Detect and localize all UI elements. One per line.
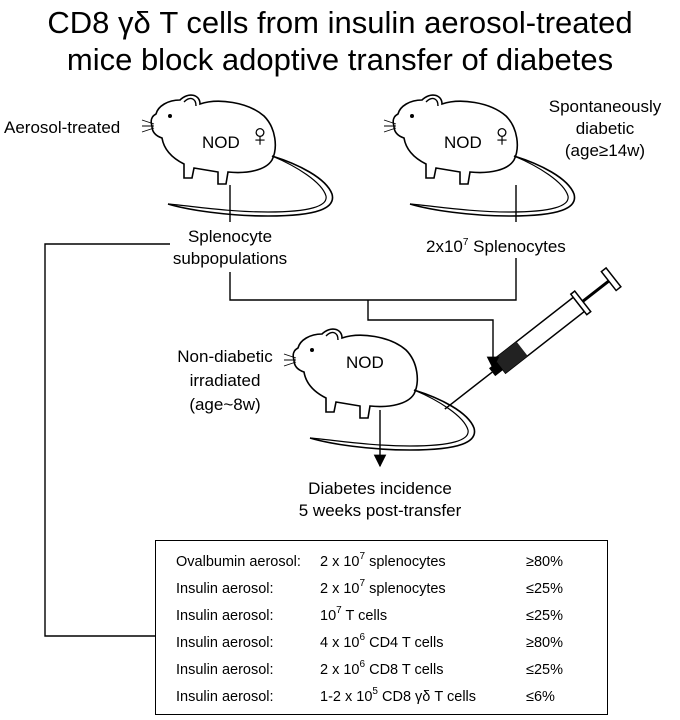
recipient-label-line-2: irradiated	[189, 371, 261, 390]
result-row: Insulin aerosol: 2 x 107 splenocytes ≤25…	[156, 578, 609, 603]
donor-right-mouse-text: NOD	[444, 133, 482, 152]
outcome-line-2: 5 weeks post-transfer	[298, 501, 462, 520]
result-dose-exp: 6	[359, 632, 366, 643]
result-dose-pre: 4 x 10	[320, 635, 360, 651]
result-dose-exp: 7	[336, 605, 342, 616]
result-treatment: Ovalbumin aerosol:	[176, 554, 301, 570]
result-dose-pre: 2 x 10	[320, 581, 360, 597]
result-dose-exp: 5	[372, 686, 378, 697]
result-incidence: ≤6%	[526, 689, 555, 705]
result-dose: 107 T cells	[320, 605, 388, 625]
result-dose-exp: 7	[359, 578, 366, 589]
result-dose: 2 x 106 CD8 T cells	[320, 659, 444, 679]
donor-right-output-prefix: 2x10	[426, 237, 463, 256]
result-treatment: Insulin aerosol:	[176, 608, 274, 624]
result-dose-post: splenocytes	[365, 581, 446, 597]
result-dose-pre: 2 x 10	[320, 554, 360, 570]
female-symbol-left-icon: ♀	[248, 117, 272, 153]
result-dose: 2 x 107 splenocytes	[320, 551, 446, 571]
syringe-icon	[444, 266, 622, 410]
result-treatment: Insulin aerosol:	[176, 581, 274, 597]
results-table: Ovalbumin aerosol: 2 x 107 splenocytes ≥…	[155, 540, 608, 715]
title-line-2: mice block adoptive transfer of diabetes	[66, 42, 614, 77]
donor-right-output: 2x107 Splenocytes	[426, 236, 566, 257]
result-dose-post: CD8 T cells	[365, 662, 444, 678]
recipient-label-line-1: Non-diabetic	[177, 347, 273, 366]
title-line-1: CD8 γδ T cells from insulin aerosol-trea…	[47, 5, 633, 40]
result-incidence: ≤25%	[526, 608, 563, 624]
result-dose: 1-2 x 105 CD8 γδ T cells	[320, 686, 477, 706]
result-incidence: ≥80%	[526, 554, 563, 570]
result-incidence: ≤25%	[526, 581, 563, 597]
result-dose-post: CD4 T cells	[365, 635, 444, 651]
result-treatment: Insulin aerosol:	[176, 689, 274, 705]
result-row: Insulin aerosol: 4 x 106 CD4 T cells ≥80…	[156, 632, 609, 657]
result-dose-pre: 2 x 10	[320, 662, 360, 678]
result-dose: 2 x 107 splenocytes	[320, 578, 446, 598]
result-incidence: ≤25%	[526, 662, 563, 678]
result-treatment: Insulin aerosol:	[176, 635, 274, 651]
result-dose-exp: 7	[359, 551, 366, 562]
donor-left-output-line-2: subpopulations	[172, 249, 288, 268]
recipient-label-line-3: (age~8w)	[189, 395, 261, 414]
donor-left-mouse-text: NOD	[202, 133, 240, 152]
donor-left-output-line-1: Splenocyte	[187, 227, 273, 246]
result-row: Insulin aerosol: 2 x 106 CD8 T cells ≤25…	[156, 659, 609, 684]
result-dose-pre: 1-2 x 10	[320, 689, 373, 705]
result-treatment: Insulin aerosol:	[176, 662, 274, 678]
result-row: Insulin aerosol: 1-2 x 105 CD8 γδ T cell…	[156, 686, 609, 711]
recipient-mouse-text: NOD	[346, 353, 384, 372]
female-symbol-right-icon: ♀	[490, 117, 514, 153]
donor-right-label-line-1: Spontaneously	[548, 97, 662, 116]
result-row: Insulin aerosol: 107 T cells ≤25%	[156, 605, 609, 630]
donor-mouse-left-drawing	[141, 94, 334, 217]
result-row: Ovalbumin aerosol: 2 x 107 splenocytes ≥…	[156, 551, 609, 576]
result-incidence: ≥80%	[526, 635, 563, 651]
result-dose-post: T cells	[341, 608, 388, 624]
result-dose-post: splenocytes	[365, 554, 446, 570]
donor-left-label: Aerosol-treated	[4, 118, 121, 137]
result-dose-post: CD8 γδ T cells	[377, 689, 477, 705]
donor-right-output-suffix: Splenocytes	[473, 237, 566, 256]
donor-right-output-exp: 7	[462, 237, 469, 248]
donor-right-label-line-2: diabetic	[575, 119, 635, 138]
result-dose-pre: 10	[320, 608, 337, 624]
result-dose-exp: 6	[359, 659, 366, 670]
donor-right-label-line-3: (age≥14w)	[564, 141, 646, 160]
recipient-mouse-drawing	[283, 328, 476, 451]
outcome-line-1: Diabetes incidence	[308, 479, 452, 498]
result-dose: 4 x 106 CD4 T cells	[320, 632, 444, 652]
